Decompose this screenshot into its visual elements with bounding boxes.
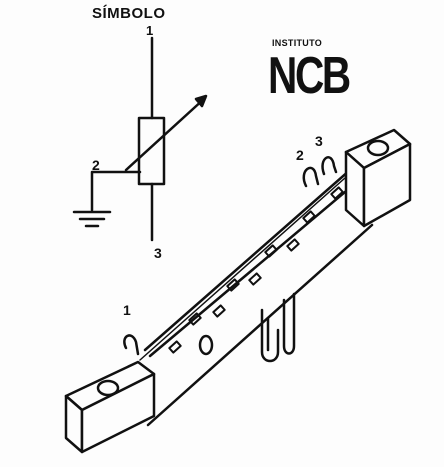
institute-logo: INSTITUTO NCB — [252, 38, 351, 110]
center-hole — [198, 334, 214, 356]
symbol-terminal-2-label: 2 — [92, 157, 100, 173]
terminal-lug-2 — [302, 166, 320, 188]
variable-resistor-symbol — [90, 36, 208, 242]
terminal-lug-3 — [321, 156, 338, 176]
physical-terminal-3-label: 3 — [315, 133, 323, 149]
physical-terminal-2-label: 2 — [296, 147, 304, 163]
terminal-lug-1 — [123, 334, 140, 356]
slide-resistor-drawing — [64, 128, 412, 454]
logo-top-text: INSTITUTO — [272, 38, 323, 48]
slider-wiper — [260, 292, 296, 363]
left-end-block — [64, 360, 156, 454]
right-end-block — [344, 128, 412, 228]
ground-icon — [72, 210, 112, 228]
symbol-adjust-arrow — [124, 96, 207, 172]
symbol-terminal-3-label: 3 — [154, 245, 162, 261]
resistor-winding-marks — [168, 186, 344, 354]
symbol-resistor-body — [137, 116, 166, 186]
logo-main-text: NCB — [268, 47, 351, 105]
physical-terminal-1-label: 1 — [123, 302, 131, 318]
arrow-head-icon — [194, 94, 208, 108]
symbol-lead-wiper — [90, 170, 142, 212]
symbol-terminal-1-label: 1 — [146, 23, 154, 38]
symbol-title: SÍMBOLO — [92, 5, 166, 22]
